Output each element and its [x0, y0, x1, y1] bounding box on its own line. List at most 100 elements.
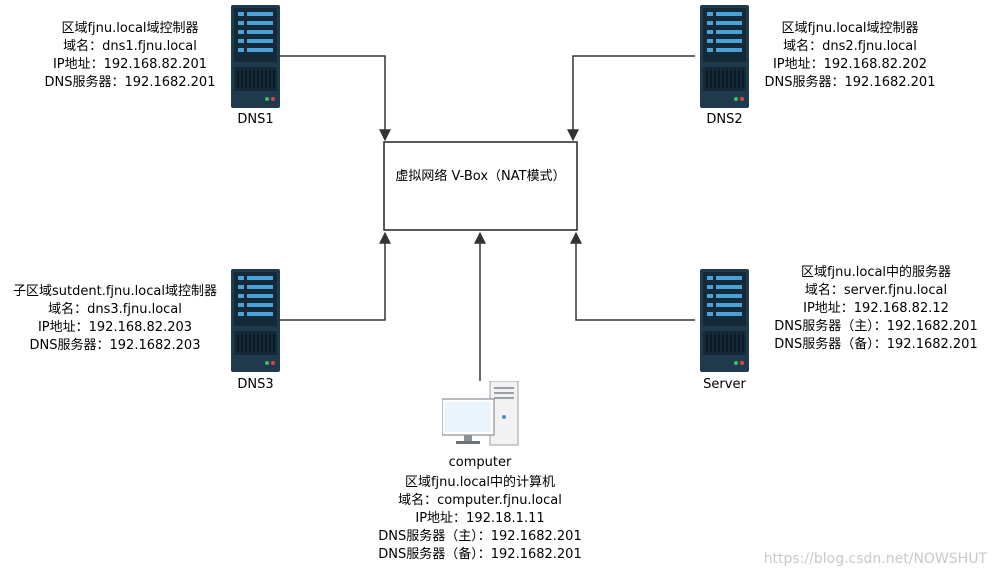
server-vent-slot [742, 334, 744, 352]
server-status-led [271, 361, 275, 365]
server-vent-slot [706, 334, 708, 352]
computer-ip: IP地址：192.18.1.11 [415, 511, 545, 526]
server-vent-slot [269, 70, 271, 88]
server-vent-slot [261, 70, 263, 88]
server-drive-led [707, 48, 713, 52]
server-vent-slot [730, 70, 732, 88]
server-vent-slot [734, 70, 736, 88]
dns2-name: DNS2 [706, 112, 743, 127]
link-dns3-to-network [280, 231, 391, 321]
server-vent-slot [738, 334, 740, 352]
server-drive-led [707, 21, 713, 25]
server-vent-slot [253, 70, 255, 88]
dns1-server-icon [231, 5, 280, 108]
server-drive-led [707, 12, 713, 16]
computer-icon [442, 381, 519, 446]
server-vent-slot [730, 334, 732, 352]
link-server-to-network [570, 231, 695, 321]
server-drive-led [238, 30, 244, 34]
server-ip: IP地址：192.168.82.12 [803, 301, 949, 316]
link-dns1-to-network [280, 55, 391, 142]
server-drive-led [238, 12, 244, 16]
server-vent-slot [265, 334, 267, 352]
server-vent-slot [714, 334, 716, 352]
computer-name: computer [448, 455, 512, 470]
server-vent-slot [710, 334, 712, 352]
server-vent-slot [714, 70, 716, 88]
dns1-ip: IP地址：192.168.82.201 [52, 57, 208, 72]
server-drive-bay [716, 30, 742, 34]
server-info: 区域fjnu.local中的服务器 域名：server.fjnu.local I… [762, 264, 990, 354]
server-vent-slot [722, 334, 724, 352]
server-power-led [265, 97, 269, 101]
dns1-info: 区域fjnu.local域控制器 域名：dns1.fjnu.local IP地址… [20, 20, 240, 92]
server-panel [234, 272, 277, 326]
server-drive-bay [247, 285, 273, 289]
server-drive-bay [716, 294, 742, 298]
server-drive-led [238, 285, 244, 289]
server-drive-led [707, 303, 713, 307]
server-role: 区域fjnu.local中的服务器 [800, 265, 952, 280]
server-vent-slot [722, 70, 724, 88]
dns2-ip: IP地址：192.168.82.202 [772, 57, 928, 72]
server-vent-slot [237, 70, 239, 88]
server-power-led [265, 361, 269, 365]
dns2-domain: 域名：dns2.fjnu.local [783, 39, 917, 54]
computer-domain: 域名：computer.fjnu.local [398, 493, 562, 508]
virtual-network-subtitle: V-Box（NAT模式） [451, 169, 566, 184]
server-server-icon [700, 269, 749, 372]
server-vent-slot [245, 70, 247, 88]
server-vent-slot [241, 70, 243, 88]
link-dns2-to-network [567, 55, 695, 142]
server-drive-led [707, 276, 713, 280]
server-vent-slot [718, 70, 720, 88]
computer-dns-secondary: DNS服务器（备）：192.1682.201 [378, 547, 582, 562]
server-name: Server [703, 377, 746, 392]
server-vent-slot [249, 334, 251, 352]
server-drive-led [707, 285, 713, 289]
server-vent-slot [261, 334, 263, 352]
virtual-network-title: 虚拟网络 [395, 169, 448, 184]
server-drive-bay [247, 312, 273, 316]
server-drive-led [238, 39, 244, 43]
server-status-led [740, 361, 744, 365]
server-vent-slot [738, 70, 740, 88]
server-drive-bay [247, 48, 273, 52]
server-vent-slot [726, 334, 728, 352]
server-drive-bay [716, 48, 742, 52]
server-vent-slot [734, 334, 736, 352]
server-status-led [740, 97, 744, 101]
server-panel [703, 272, 746, 326]
server-drive-bay [247, 39, 273, 43]
dns3-domain: 域名：dns3.fjnu.local [48, 302, 182, 317]
computer-role: 区域fjnu.local中的计算机 [404, 475, 556, 490]
server-drive-led [238, 312, 244, 316]
server-drive-bay [247, 30, 273, 34]
server-vent-slot [237, 334, 239, 352]
server-drive-led [707, 294, 713, 298]
server-drive-led [707, 39, 713, 43]
dns2-role: 区域fjnu.local域控制器 [781, 21, 919, 36]
dns3-ip: IP地址：192.168.82.203 [37, 320, 193, 335]
server-power-led [734, 361, 738, 365]
server-drive-bay [247, 21, 273, 25]
dns3-dns-server: DNS服务器：192.1682.203 [29, 338, 201, 353]
dns2-dns-server: DNS服务器：192.1682.201 [764, 75, 936, 90]
server-drive-led [238, 276, 244, 280]
server-vent-slot [269, 334, 271, 352]
server-drive-led [707, 312, 713, 316]
server-drive-bay [716, 312, 742, 316]
server-drive-bay [247, 303, 273, 307]
dns2-info: 区域fjnu.local域控制器 域名：dns2.fjnu.local IP地址… [740, 20, 960, 92]
server-vent-slot [273, 334, 275, 352]
dns3-server-icon [231, 269, 280, 372]
dns3-name: DNS3 [237, 377, 274, 392]
computer-info: 区域fjnu.local中的计算机 域名：computer.fjnu.local… [366, 474, 594, 564]
server-status-led [271, 97, 275, 101]
server-vent-slot [241, 334, 243, 352]
dns1-name: DNS1 [237, 112, 274, 127]
dns2-server-icon [700, 5, 749, 108]
server-vent-slot [742, 70, 744, 88]
computer-dns-primary: DNS服务器（主）：192.1682.201 [378, 529, 582, 544]
